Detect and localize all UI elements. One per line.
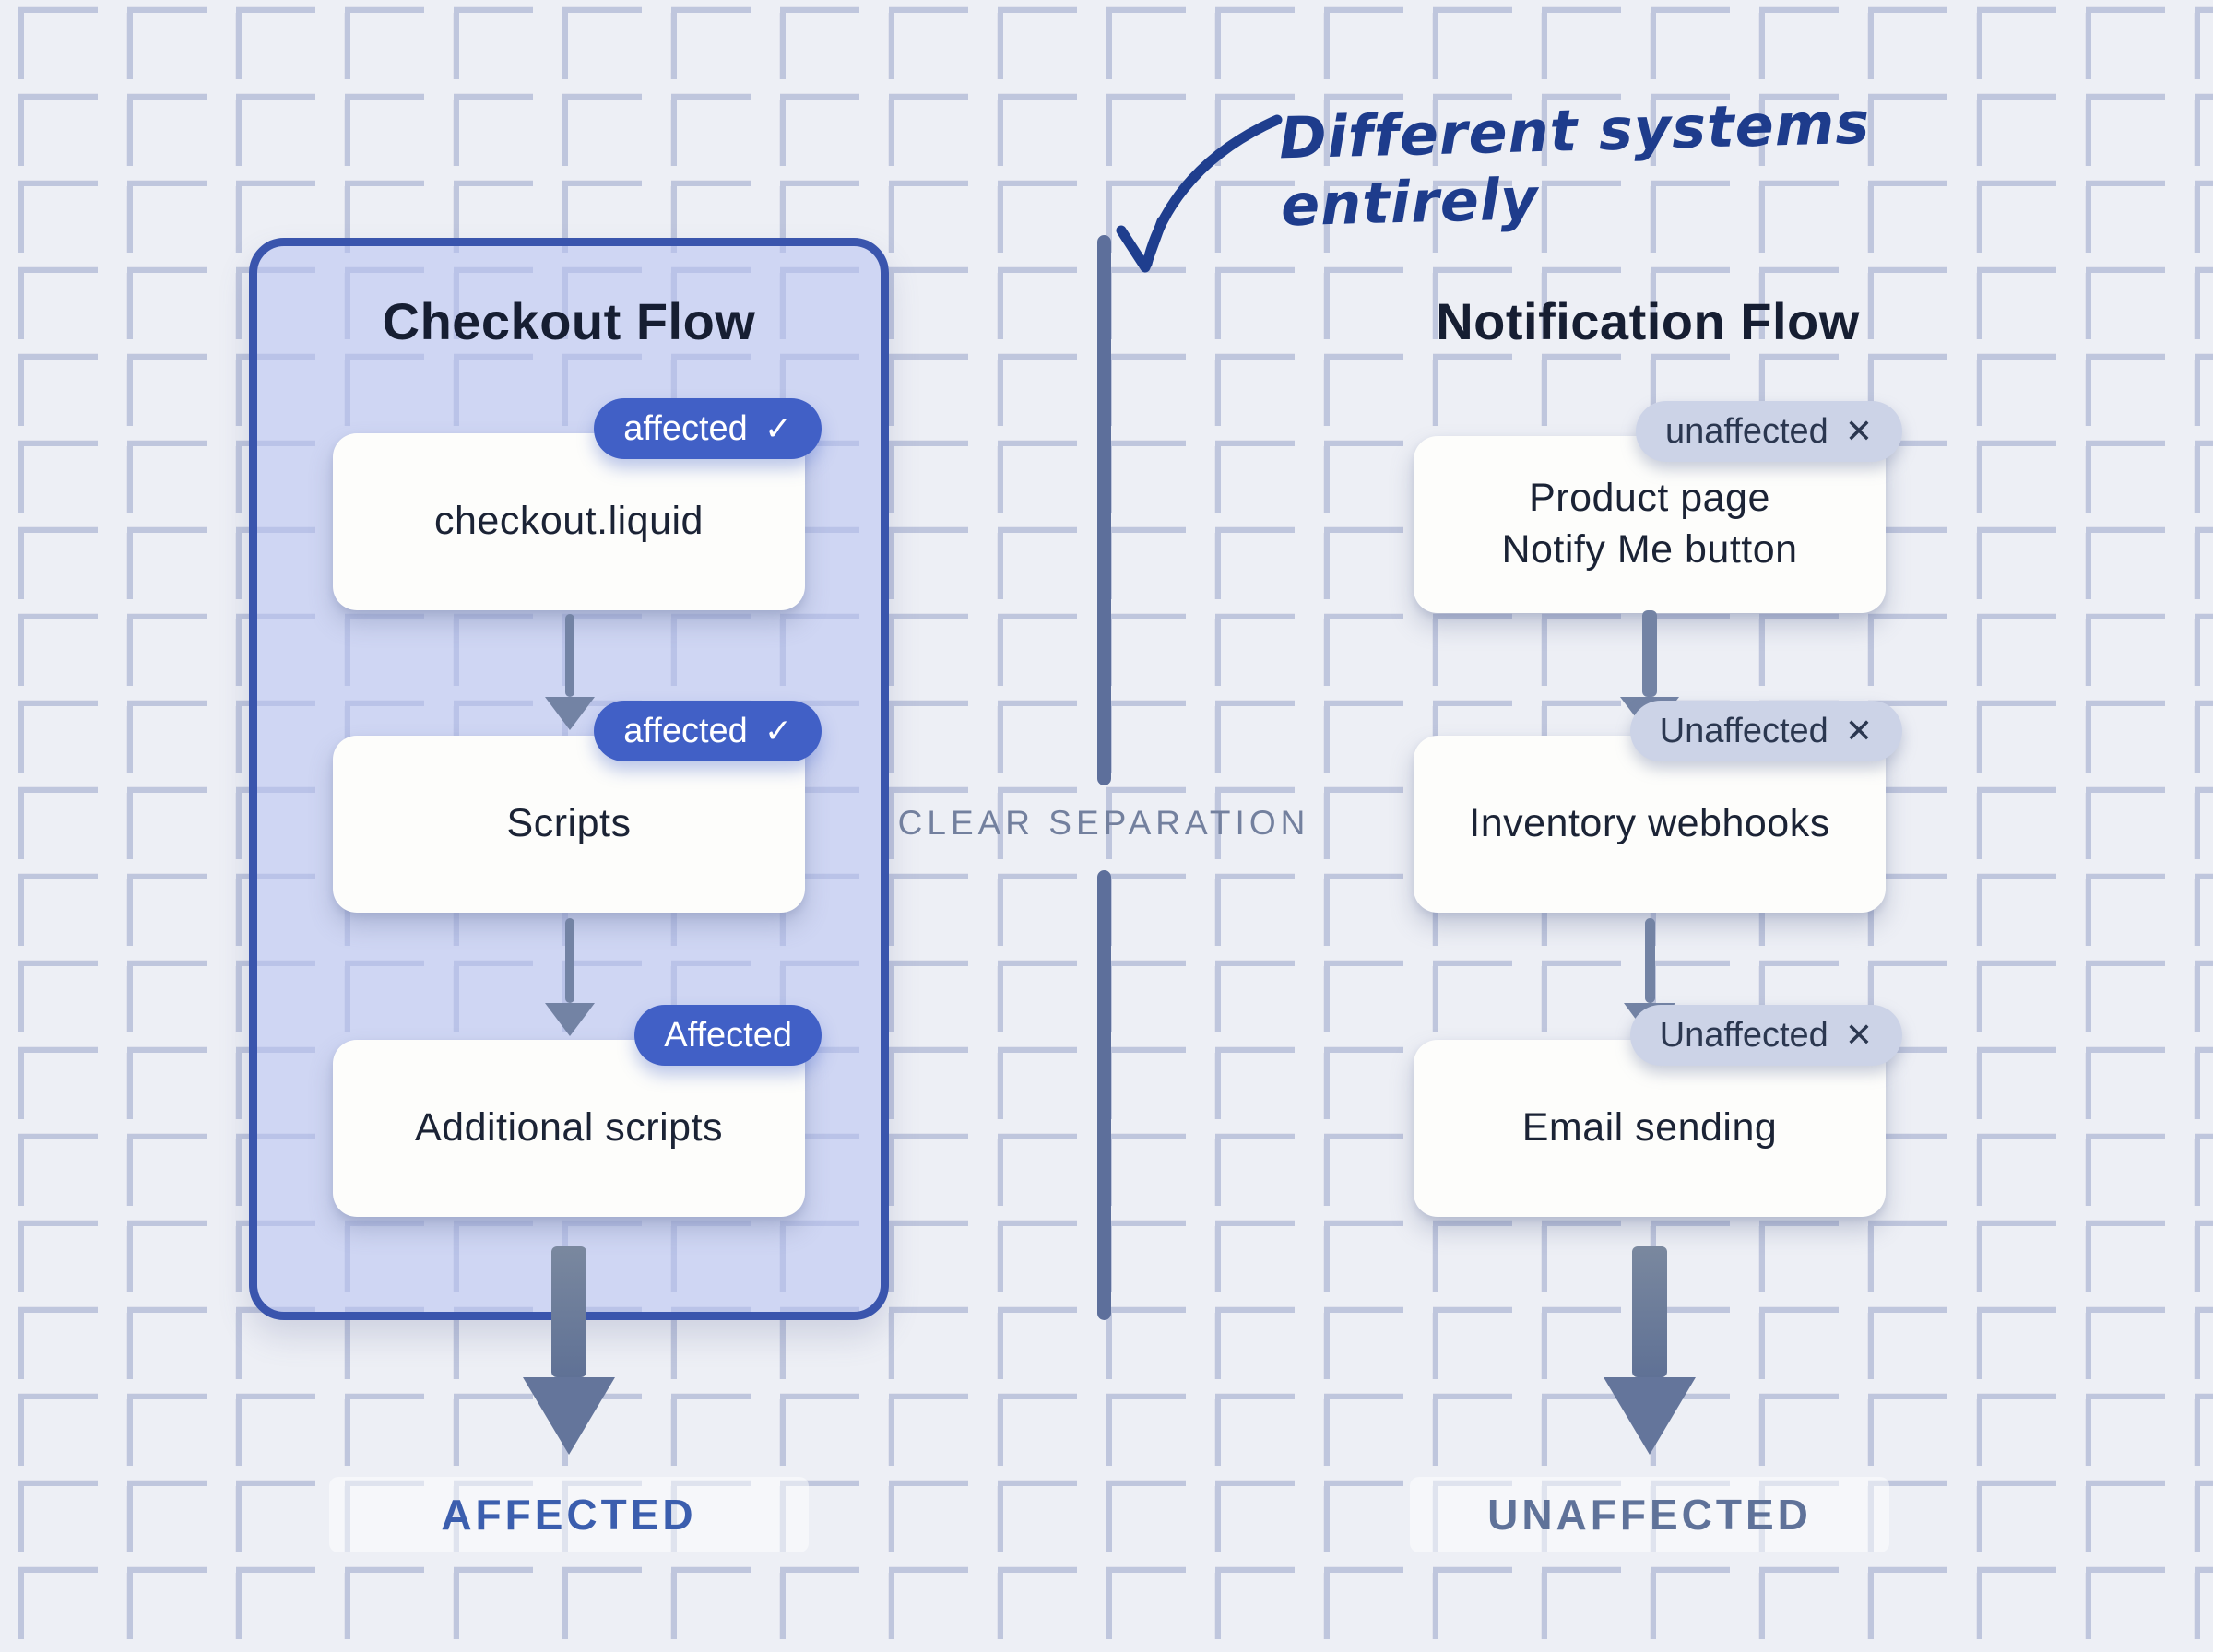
- node-inventory-webhooks: Unaffected ✕ Inventory webhooks: [1414, 701, 1902, 913]
- node-additional-scripts: Affected Additional scripts: [333, 1005, 822, 1217]
- annotation-text: Different systems entirely: [1278, 88, 1872, 240]
- node-label: Inventory webhooks: [1469, 801, 1830, 846]
- node-label: Email sending: [1521, 1105, 1778, 1150]
- badge-label: affected: [623, 408, 748, 448]
- result-arrow-unaffected: [1604, 1246, 1696, 1455]
- result-arrow-affected: [523, 1246, 615, 1455]
- flow-arrow: [545, 614, 595, 730]
- unaffected-result-label: UNAFFECTED: [1410, 1477, 1889, 1552]
- badge-label: Unaffected: [1659, 711, 1828, 750]
- status-badge: affected ✓: [594, 398, 822, 459]
- affected-result-label: AFFECTED: [329, 1477, 809, 1552]
- node-label: Scripts: [506, 801, 632, 846]
- node-email-sending: Unaffected ✕ Email sending: [1414, 1005, 1902, 1217]
- node-label: Product page Notify Me button: [1501, 476, 1798, 572]
- node-label: checkout.liquid: [434, 499, 704, 544]
- checkout-flow-title: Checkout Flow: [382, 292, 756, 350]
- badge-label: Unaffected: [1659, 1015, 1828, 1055]
- node-product-page-notify: unaffected ✕ Product page Notify Me butt…: [1414, 401, 1902, 613]
- status-badge: Unaffected ✕: [1629, 1005, 1902, 1066]
- separator-label: CLEAR SEPARATION: [897, 804, 1310, 842]
- separator-line-top: [1097, 235, 1111, 785]
- status-badge: affected ✓: [594, 701, 822, 761]
- annotation-arrow-icon: [1116, 114, 1283, 273]
- check-icon: ✓: [763, 409, 792, 447]
- check-icon: ✓: [763, 712, 792, 749]
- badge-label: Affected: [664, 1015, 792, 1055]
- node-label: Additional scripts: [414, 1105, 724, 1150]
- x-icon: ✕: [1844, 712, 1873, 749]
- flow-arrow: [545, 918, 595, 1036]
- node-checkout-liquid: affected ✓ checkout.liquid: [333, 398, 822, 610]
- status-badge: Affected: [634, 1005, 822, 1066]
- x-icon: ✕: [1844, 1016, 1873, 1054]
- notification-flow-title: Notification Flow: [1436, 292, 1860, 350]
- badge-label: affected: [623, 711, 748, 750]
- node-scripts: affected ✓ Scripts: [333, 701, 822, 913]
- badge-label: unaffected: [1665, 411, 1828, 451]
- status-badge: unaffected ✕: [1636, 401, 1902, 462]
- x-icon: ✕: [1844, 412, 1873, 450]
- separator-line-bottom: [1097, 870, 1111, 1320]
- status-badge: Unaffected ✕: [1629, 701, 1902, 761]
